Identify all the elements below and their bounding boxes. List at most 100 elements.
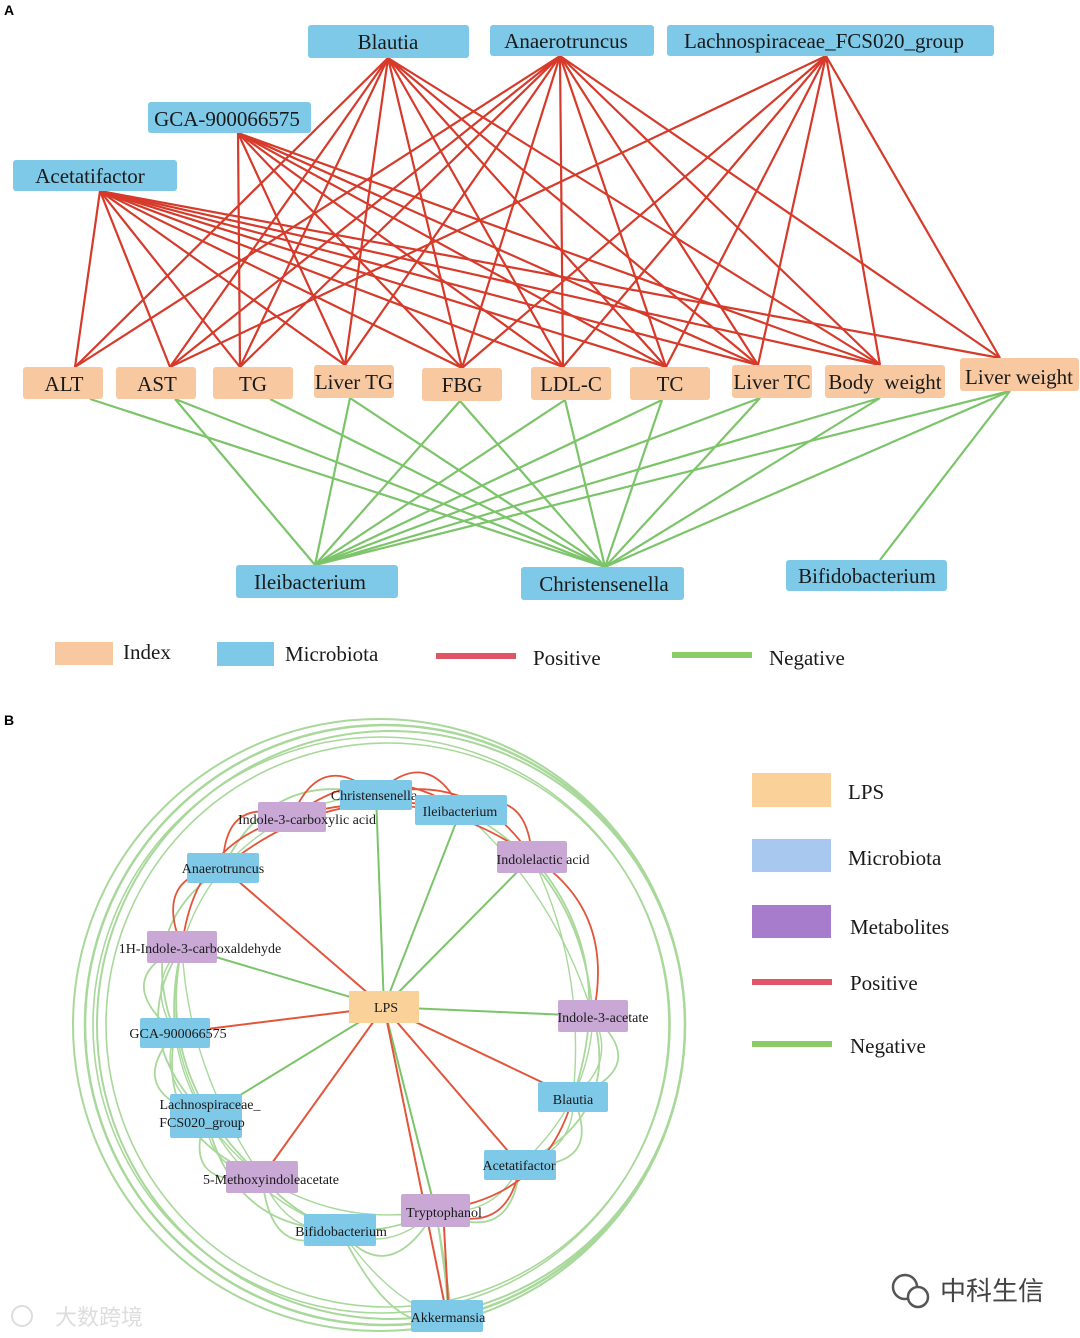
- node-blautia: Blautia: [308, 25, 469, 58]
- edge-positive: [237, 132, 463, 369]
- node-b-7: GCA-900066575: [129, 1018, 227, 1048]
- legend-a: Index Microbiota Positive Negative: [55, 640, 845, 670]
- spoke-edge: [383, 1006, 437, 1211]
- node-b-label: Indole-3-acetate: [558, 1011, 649, 1026]
- legend-b-negative-swatch: [752, 1041, 832, 1047]
- legend-b-positive-swatch: [752, 979, 832, 985]
- edge-positive: [237, 131, 759, 367]
- arc-edge: [531, 856, 591, 1098]
- edge-positive: [559, 55, 881, 366]
- edge-negative: [604, 389, 1011, 569]
- edge-positive: [237, 132, 667, 368]
- svg-text:ALT: ALT: [45, 372, 84, 396]
- node-b-label: Christensenella: [331, 789, 418, 804]
- legend-a-negative-swatch: [672, 652, 752, 658]
- spoke-edge: [383, 809, 462, 1008]
- edge-positive: [237, 132, 564, 368]
- node-b-1: Ileibacterium: [415, 795, 507, 825]
- panel-a-edges: [73, 55, 1011, 569]
- edge-positive: [99, 189, 1001, 360]
- node-b-label: Tryptophanol: [406, 1206, 482, 1221]
- edge-positive: [74, 57, 389, 368]
- svg-text:FBG: FBG: [442, 373, 483, 397]
- node-b-label-2: FCS020_group: [159, 1116, 245, 1131]
- svg-text:Body weight: Body weight: [828, 370, 941, 394]
- legend-a-negative-label: Negative: [769, 646, 845, 670]
- legend-a-microbiota-swatch: [217, 642, 274, 666]
- node-b-9: Lachnospiraceae_ FCS020_group: [159, 1094, 262, 1138]
- arc-edge: [175, 946, 263, 1178]
- node-anaerotruncus: Anaerotruncus: [490, 25, 654, 56]
- node-b-14: Akkermansia: [411, 1300, 486, 1332]
- edge-positive: [237, 131, 881, 367]
- svg-text:AST: AST: [137, 372, 177, 396]
- node-gca: GCA-900066575: [148, 102, 311, 133]
- edge-positive: [824, 55, 882, 366]
- edge-positive: [239, 55, 561, 368]
- node-b-6: Indole-3-acetate: [558, 1000, 649, 1032]
- legend-a-positive-swatch: [436, 653, 516, 659]
- edge-negative: [603, 399, 664, 568]
- node-b-11: 5-Methoxyindoleacetate: [203, 1161, 339, 1193]
- edge-positive: [386, 57, 464, 369]
- legend-b-microbiota-label: Microbiota: [848, 846, 942, 870]
- edge-negative: [314, 399, 566, 566]
- panel-b: B LPSChristensenellaIleibacteriumIndole-…: [4, 712, 949, 1332]
- edge-positive: [99, 189, 667, 369]
- edge-positive: [387, 57, 759, 366]
- edge-positive: [99, 189, 881, 367]
- edge-negative: [269, 398, 606, 568]
- node-tc: TC: [630, 367, 710, 400]
- svg-text:Liver weight: Liver weight: [965, 365, 1073, 389]
- edge-positive: [99, 189, 759, 367]
- watermark-text: 中科生信: [940, 1277, 1044, 1307]
- node-lachnospiraceae: Lachnospiraceae_FCS020_group: [667, 25, 994, 56]
- edge-positive: [562, 55, 827, 368]
- panel-b-nodes: LPSChristensenellaIleibacteriumIndole-3-…: [119, 780, 649, 1332]
- edge-positive: [460, 55, 562, 369]
- panel-letter-a: A: [4, 2, 14, 18]
- svg-text:Christensenella: Christensenella: [539, 572, 669, 596]
- spoke-edge: [375, 794, 385, 1008]
- edge-positive: [559, 55, 759, 366]
- legend-a-index-swatch: [55, 642, 113, 665]
- node-b-2: Indole-3-carboxylic acid: [238, 802, 376, 832]
- watermark: 中科生信 大数跨境: [11, 1273, 1044, 1331]
- arc-edge: [181, 946, 263, 1178]
- svg-text:Blautia: Blautia: [358, 30, 419, 54]
- node-b-label: Indolelactic acid: [497, 853, 590, 868]
- svg-text:Bifidobacterium: Bifidobacterium: [798, 564, 936, 588]
- node-body-weight: Body weight: [825, 365, 945, 398]
- node-b-10: Acetatifactor: [482, 1150, 556, 1180]
- node-b-label: Akkermansia: [411, 1311, 486, 1326]
- edge-positive: [665, 55, 827, 368]
- panel-letter-b: B: [4, 712, 14, 728]
- edge-negative: [174, 397, 606, 569]
- legend-a-index-label: Index: [123, 640, 171, 664]
- node-b-label: Lachnospiraceae_: [159, 1098, 261, 1113]
- edge-positive: [558, 55, 565, 368]
- edge-negative: [879, 390, 1011, 561]
- spoke-edge: [383, 1006, 448, 1317]
- node-b-label: 5-Methoxyindoleacetate: [203, 1173, 339, 1188]
- legend-b-metabolites-label: Metabolites: [850, 915, 949, 939]
- node-tg: TG: [213, 367, 293, 399]
- edge-negative: [459, 400, 606, 568]
- node-b-0: Christensenella: [331, 780, 418, 810]
- edge-positive: [236, 132, 242, 368]
- node-liver-tc: Liver TC: [732, 365, 812, 398]
- node-b-label: 1H-Indole-3-carboxaldehyde: [119, 942, 281, 957]
- panel-a: A Blautia Anaerotruncus Lachnospiraceae_…: [4, 2, 1079, 670]
- legend-b: LPS Microbiota Metabolites Positive Nega…: [752, 773, 949, 1058]
- edge-positive: [99, 190, 346, 366]
- legend-b-lps-swatch: [752, 773, 831, 807]
- node-b-5: 1H-Indole-3-carboxaldehyde: [119, 931, 281, 963]
- svg-text:TC: TC: [657, 372, 684, 396]
- edge-positive: [237, 132, 346, 366]
- edge-positive: [461, 55, 827, 369]
- svg-text:Lachnospiraceae_FCS020_group: Lachnospiraceae_FCS020_group: [684, 29, 964, 53]
- edge-negative: [314, 399, 663, 566]
- arc-edge: [531, 856, 577, 1098]
- spoke-edge: [443, 1226, 449, 1301]
- edge-positive: [99, 189, 564, 369]
